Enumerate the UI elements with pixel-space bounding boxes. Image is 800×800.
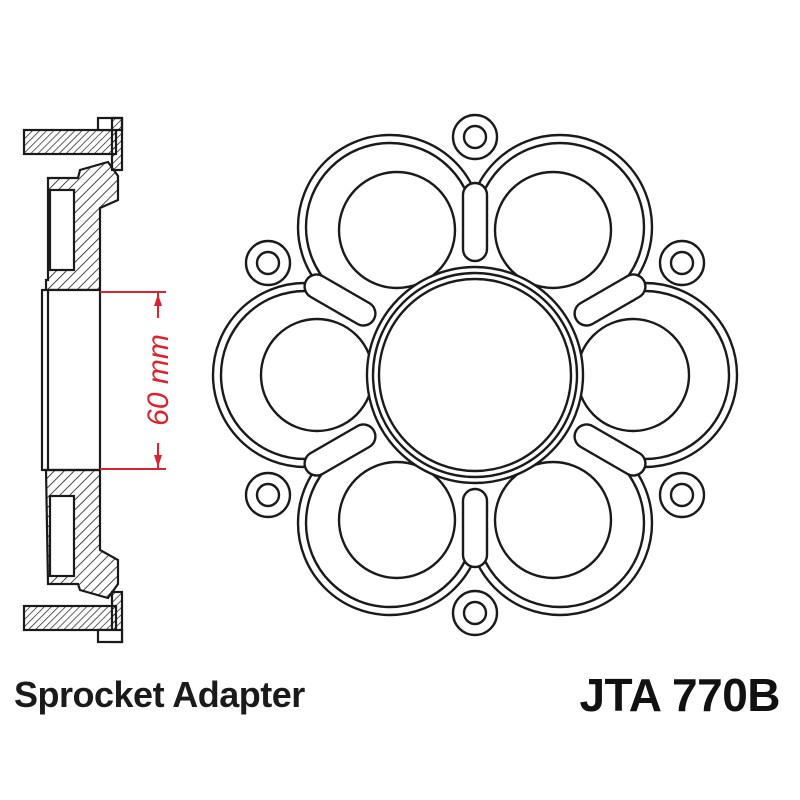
part-number: JTA 770B — [579, 669, 780, 721]
slot — [303, 423, 377, 477]
hole — [493, 460, 613, 580]
slot — [573, 273, 647, 327]
slot — [461, 181, 489, 263]
hole — [337, 170, 457, 290]
front-view — [211, 113, 739, 637]
lug — [658, 471, 706, 519]
dimension-label: 60 mm — [142, 334, 175, 426]
slot — [573, 423, 647, 477]
slot — [303, 273, 377, 327]
lightening-holes — [259, 170, 691, 580]
center-bore — [365, 265, 585, 485]
slot — [461, 487, 489, 569]
mounting-lugs — [244, 113, 706, 637]
hole — [337, 460, 457, 580]
hole — [259, 317, 375, 433]
lug — [451, 113, 499, 161]
hole — [493, 170, 613, 290]
dimension-60mm — [100, 291, 166, 470]
hole — [575, 317, 691, 433]
lug — [244, 239, 292, 287]
cross-section-view — [22, 116, 124, 644]
lug — [244, 471, 292, 519]
lug — [658, 239, 706, 287]
lug — [451, 589, 499, 637]
slots — [303, 181, 647, 569]
product-title: Sprocket Adapter — [14, 674, 305, 715]
